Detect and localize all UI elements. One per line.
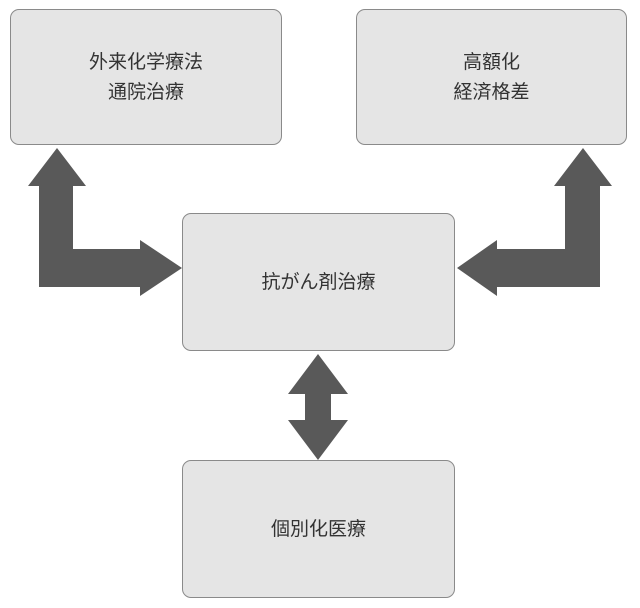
node-label: 個別化医療 bbox=[270, 517, 366, 540]
node-label-line1: 外来化学療法 bbox=[88, 50, 203, 73]
node-anticancer-drug-therapy: 抗がん剤治療 bbox=[182, 213, 455, 351]
node-outpatient-chemotherapy: 外来化学療法 通院治療 bbox=[10, 9, 282, 145]
node-label-line1: 高額化 bbox=[462, 50, 520, 73]
arrow-topleft-center bbox=[28, 148, 182, 296]
node-personalized-medicine: 個別化医療 bbox=[182, 460, 455, 598]
node-high-cost-disparity: 高額化 経済格差 bbox=[356, 9, 627, 145]
node-label-line2: 経済格差 bbox=[453, 81, 530, 103]
arrow-center-bottom bbox=[288, 354, 348, 460]
node-label: 抗がん剤治療 bbox=[261, 270, 376, 293]
node-label-line2: 通院治療 bbox=[107, 81, 184, 103]
arrow-topright-center bbox=[457, 148, 612, 296]
